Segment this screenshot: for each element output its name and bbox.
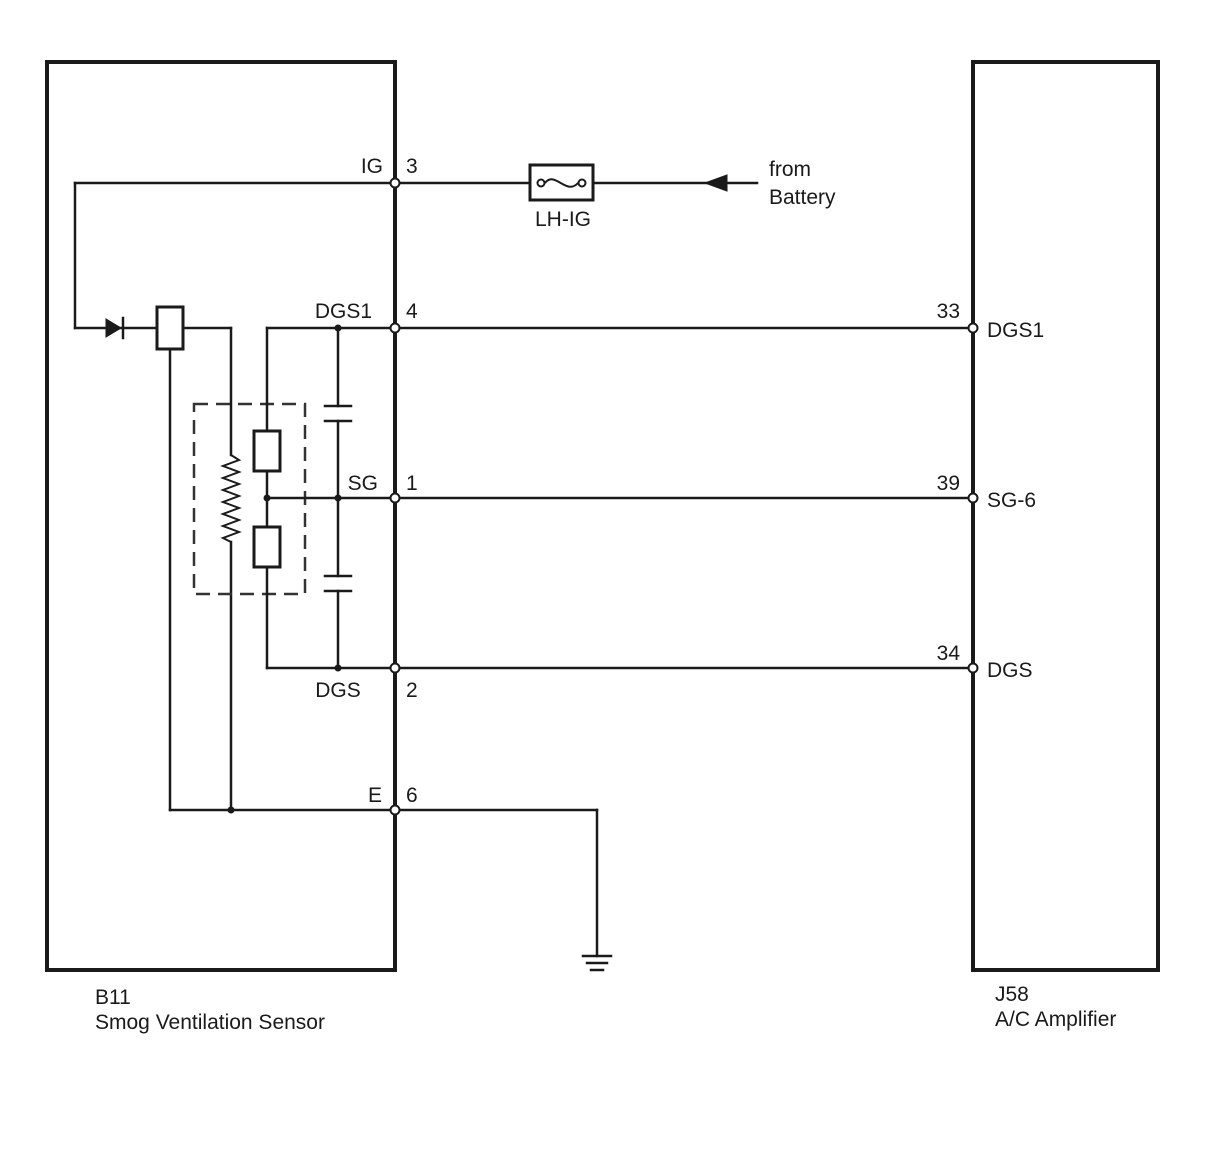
amp-pin-dgs-number: 34: [937, 642, 961, 665]
amplifier-name: A/C Amplifier: [995, 1008, 1116, 1031]
junction-dot: [334, 494, 342, 502]
sensor-element-lower-icon: [252, 525, 282, 569]
ac-amplifier-box: [971, 60, 1160, 972]
junction-dot: [334, 324, 342, 332]
sensor-element-upper-icon: [252, 429, 282, 473]
battery-arrow-icon: [703, 174, 728, 192]
terminal-amp-dgs1: [967, 322, 979, 334]
pin-e-name: E: [368, 784, 382, 807]
amp-pin-dgs1-name: DGS1: [987, 319, 1044, 342]
sensor-name: Smog Ventilation Sensor: [95, 1011, 325, 1034]
pin-dgs1-number: 4: [406, 300, 418, 323]
diode-icon: [105, 316, 125, 340]
junction-dot: [227, 806, 235, 814]
amp-pin-sg-name: SG-6: [987, 489, 1036, 512]
terminal-e: [389, 804, 401, 816]
capacitor-lower-icon: [323, 574, 353, 593]
amp-pin-dgs1-number: 33: [937, 300, 960, 323]
terminal-dgs1: [389, 322, 401, 334]
pin-sg-name: SG: [348, 472, 378, 495]
terminal-dgs: [389, 662, 401, 674]
amplifier-connector-code: J58: [995, 983, 1029, 1006]
thermistor-icon: [220, 454, 242, 543]
pin-e-number: 6: [406, 784, 418, 807]
pin-ig-number: 3: [406, 155, 418, 178]
terminal-ig: [389, 177, 401, 189]
terminal-amp-dgs: [967, 662, 979, 674]
pin-dgs-name: DGS: [315, 679, 361, 702]
junction-dot: [263, 494, 271, 502]
pin-dgs-number: 2: [406, 679, 418, 702]
ground-icon: [581, 954, 613, 972]
terminal-amp-sg: [967, 492, 979, 504]
battery-label-line2: Battery: [769, 186, 836, 209]
fuse-label: LH-IG: [535, 208, 591, 231]
capacitor-upper-icon: [323, 404, 353, 423]
terminal-sg: [389, 492, 401, 504]
amp-pin-dgs-name: DGS: [987, 659, 1033, 682]
smog-ventilation-sensor-box: [45, 60, 397, 972]
heater-icon: [155, 305, 185, 351]
junction-dot: [334, 664, 342, 672]
battery-label-line1: from: [769, 158, 811, 181]
pin-dgs1-name: DGS1: [315, 300, 372, 323]
pin-ig-name: IG: [361, 155, 383, 178]
sensor-connector-code: B11: [95, 986, 131, 1009]
pin-sg-number: 1: [406, 472, 418, 495]
amp-pin-sg-number: 39: [937, 472, 960, 495]
fuse-icon: [528, 163, 595, 202]
